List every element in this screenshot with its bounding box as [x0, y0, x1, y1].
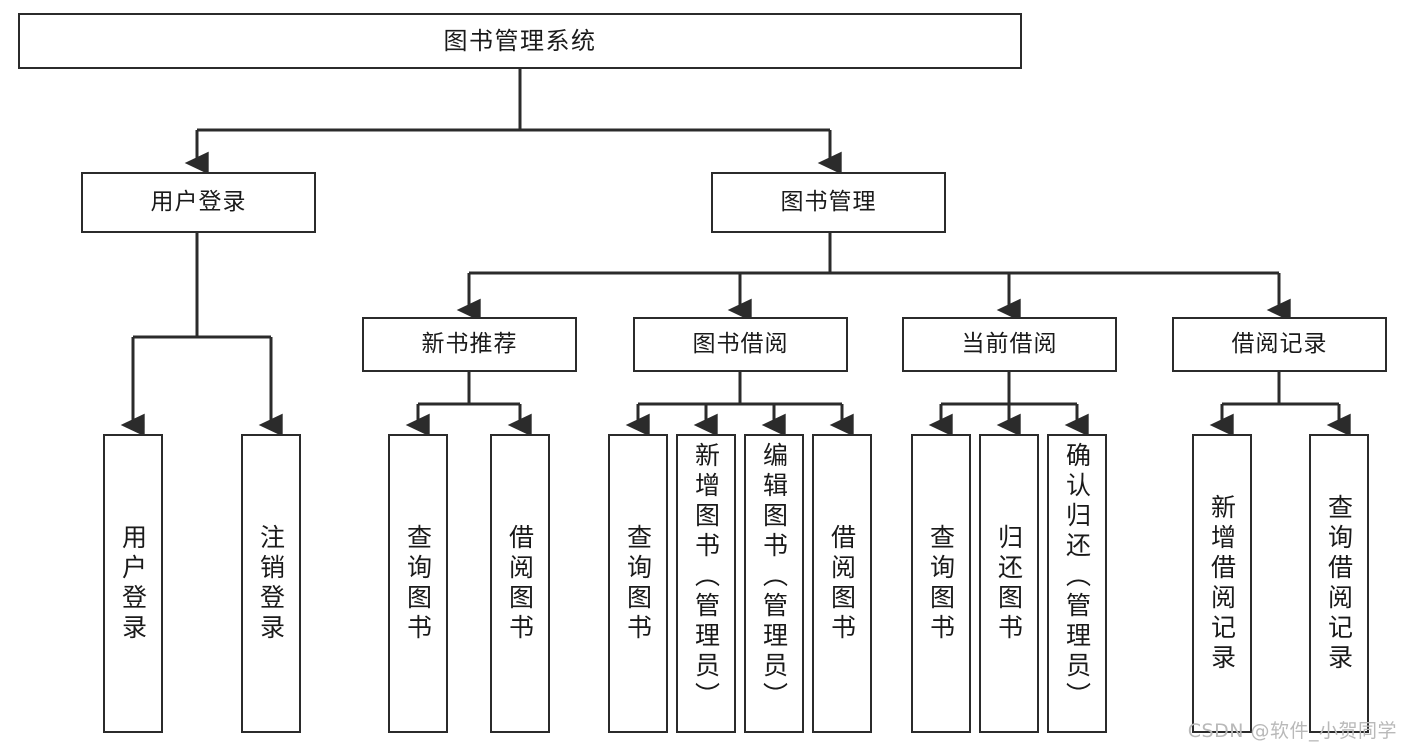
node-label: 新书推荐: [421, 330, 518, 357]
leaf-current-borrow-return-books[interactable]: 归还图书: [979, 434, 1039, 733]
node-label: 图书借阅: [692, 330, 789, 357]
node-label: 确认归还（管理员）: [1062, 442, 1092, 712]
node-label: 归还图书: [994, 523, 1024, 644]
node-current-borrowing[interactable]: 当前借阅: [902, 317, 1117, 372]
leaf-book-borrow-query-books[interactable]: 查询图书: [608, 434, 668, 733]
leaf-book-borrow-borrow-books[interactable]: 借阅图书: [812, 434, 872, 733]
node-label: 借阅记录: [1231, 330, 1328, 357]
node-label: 注销登录: [256, 523, 286, 644]
node-root-book-management-system[interactable]: 图书管理系统: [18, 13, 1022, 69]
node-label: 查询图书: [623, 523, 653, 644]
node-book-management[interactable]: 图书管理: [711, 172, 946, 233]
node-label: 查询图书: [403, 523, 433, 644]
leaf-borrow-record-query-record[interactable]: 查询借阅记录: [1309, 434, 1369, 733]
node-borrowing-record[interactable]: 借阅记录: [1172, 317, 1387, 372]
node-label: 图书管理系统: [443, 26, 597, 55]
leaf-new-book-query-books[interactable]: 查询图书: [388, 434, 448, 733]
leaf-current-borrow-query-books[interactable]: 查询图书: [911, 434, 971, 733]
node-label: 图书管理: [780, 188, 877, 215]
node-label: 当前借阅: [961, 330, 1058, 357]
leaf-user-login-logout[interactable]: 注销登录: [241, 434, 301, 733]
leaf-book-borrow-edit-book-admin[interactable]: 编辑图书（管理员）: [744, 434, 804, 733]
node-label: 查询借阅记录: [1324, 493, 1354, 674]
node-label: 新增图书（管理员）: [691, 442, 721, 712]
node-label: 借阅图书: [827, 523, 857, 644]
node-label: 用户登录: [118, 523, 148, 644]
leaf-new-book-borrow-books[interactable]: 借阅图书: [490, 434, 550, 733]
node-label: 用户登录: [150, 188, 247, 215]
leaf-user-login-login[interactable]: 用户登录: [103, 434, 163, 733]
leaf-current-borrow-confirm-return-admin[interactable]: 确认归还（管理员）: [1047, 434, 1107, 733]
node-book-borrowing[interactable]: 图书借阅: [633, 317, 848, 372]
node-label: 借阅图书: [505, 523, 535, 644]
node-label: 编辑图书（管理员）: [759, 442, 789, 712]
leaf-borrow-record-add-record[interactable]: 新增借阅记录: [1192, 434, 1252, 733]
node-new-book-recommendation[interactable]: 新书推荐: [362, 317, 577, 372]
leaf-book-borrow-add-book-admin[interactable]: 新增图书（管理员）: [676, 434, 736, 733]
node-user-login[interactable]: 用户登录: [81, 172, 316, 233]
node-label: 查询图书: [926, 523, 956, 644]
node-label: 新增借阅记录: [1207, 493, 1237, 674]
csdn-watermark: CSDN @软件_小贺同学: [1187, 720, 1397, 742]
